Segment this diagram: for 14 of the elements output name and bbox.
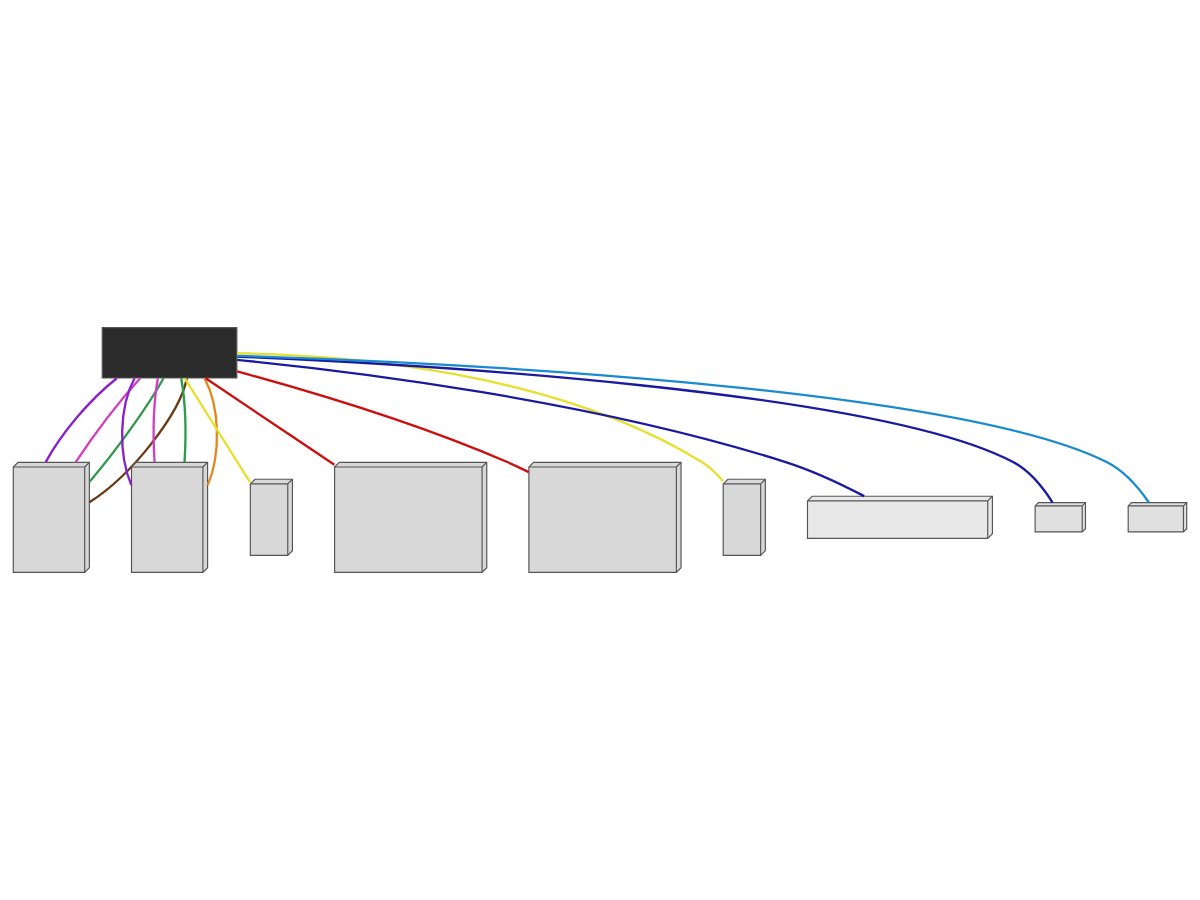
connector	[121, 377, 136, 486]
connector	[203, 377, 219, 486]
connector	[88, 377, 165, 483]
connector	[74, 377, 142, 463]
connector	[237, 358, 865, 498]
node-box	[101, 327, 238, 379]
connector	[183, 377, 252, 483]
connector	[236, 370, 530, 474]
connector	[44, 377, 118, 463]
connector	[152, 378, 160, 463]
connector	[88, 377, 188, 504]
connector	[205, 377, 336, 466]
connector	[237, 352, 724, 483]
connector	[180, 378, 187, 463]
